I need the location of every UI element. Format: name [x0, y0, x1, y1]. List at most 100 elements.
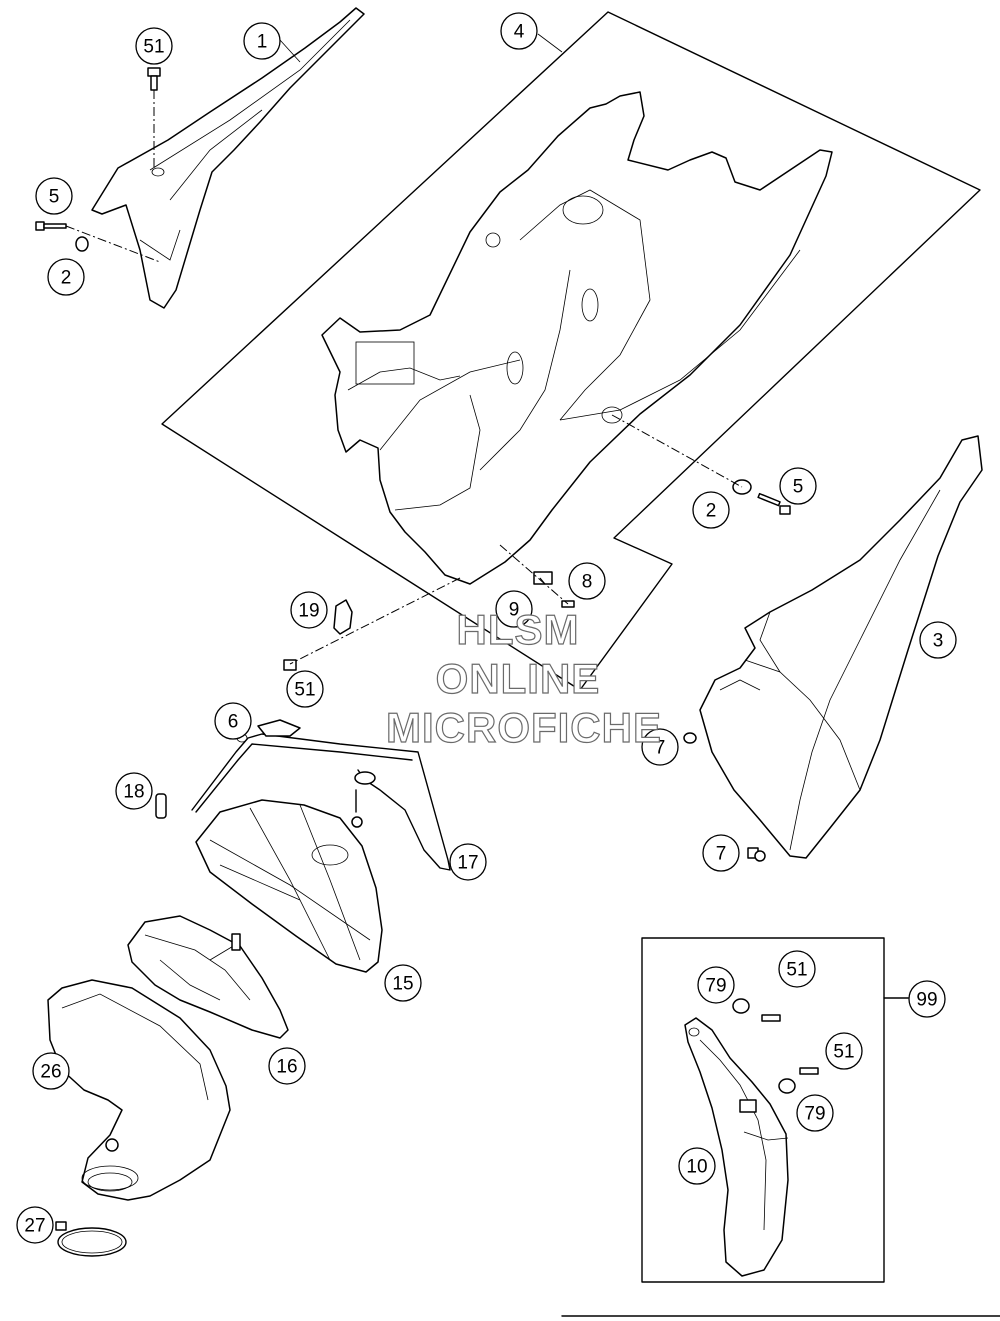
part-26-intake-boot [47, 979, 231, 1201]
callout-51a: 51 [135, 27, 173, 65]
screw-7-upper [683, 732, 697, 744]
callout-number: 9 [509, 600, 520, 621]
callout-79b: 79 [796, 1094, 834, 1132]
callout-circle [290, 591, 328, 629]
part-10-intake-snorkel [684, 1017, 789, 1277]
callout-circle [697, 966, 735, 1004]
callout-number: 4 [514, 22, 525, 43]
bracket-19 [333, 599, 353, 635]
callout-circle [449, 843, 487, 881]
callout-number: 79 [804, 1104, 825, 1125]
callout-number: 99 [916, 990, 937, 1011]
callout-circle [286, 670, 324, 708]
clip-8 [533, 571, 553, 585]
grommet-2-left [75, 236, 89, 252]
callout-5a: 5 [35, 177, 73, 215]
callout-51c: 51 [778, 950, 816, 988]
part-15-air-filter [195, 799, 383, 973]
callout-circle [35, 177, 73, 215]
callout-6: 6 [214, 702, 252, 740]
bolt-51-kit-upper [761, 1014, 781, 1022]
callout-circle [692, 491, 730, 529]
callout-circle [32, 1052, 70, 1090]
callout-circle [214, 702, 252, 740]
bolt-51-kit-lower [799, 1067, 819, 1075]
screw-7-lower [747, 847, 766, 862]
callout-15: 15 [384, 964, 422, 1002]
callout-number: 1 [257, 32, 268, 53]
callout-circle [702, 834, 740, 872]
watermark: HLSM ONLINE MICROFICHE [385, 605, 662, 751]
callout-18: 18 [115, 772, 153, 810]
callout-number: 79 [705, 976, 726, 997]
callout-circle [16, 1206, 54, 1244]
watermark-line-1: HLSM [457, 606, 580, 653]
callout-number: 7 [716, 844, 727, 865]
callout-number: 16 [276, 1057, 297, 1078]
callout-number: 2 [61, 268, 72, 289]
part-3-right-side-cover [699, 435, 983, 859]
callout-3: 3 [919, 621, 957, 659]
bolt-51-mid [283, 659, 297, 671]
bolt-5-left [35, 221, 67, 231]
callout-number: 5 [793, 477, 804, 498]
part-16-filter-support [127, 915, 289, 1039]
assembly-lines [65, 90, 743, 665]
callout-2b: 2 [692, 491, 730, 529]
watermark-line-2: ONLINE [436, 655, 601, 702]
part-4-airbox [321, 91, 833, 585]
clip-6 [257, 719, 301, 737]
callout-16: 16 [268, 1047, 306, 1085]
callout-circle [495, 590, 533, 628]
callout-circle [641, 728, 679, 766]
callout-10: 10 [678, 1147, 716, 1185]
callout-number: 51 [833, 1042, 854, 1063]
bolt-5-right [757, 492, 791, 515]
callout-number: 7 [655, 738, 666, 759]
callout-circle [268, 1047, 306, 1085]
callout-9: 9 [495, 590, 533, 628]
callout-2a: 2 [47, 258, 85, 296]
callout-51d: 51 [825, 1032, 863, 1070]
callout-5b: 5 [779, 467, 817, 505]
callout-27: 27 [16, 1206, 54, 1244]
part-17-filter-cage [191, 733, 451, 871]
callout-circle [778, 950, 816, 988]
watermark-line-3: MICROFICHE [386, 704, 662, 751]
callout-circle [825, 1032, 863, 1070]
callout-79a: 79 [697, 966, 735, 1004]
callout-number: 27 [24, 1216, 45, 1237]
callout-7b: 7 [702, 834, 740, 872]
callout-number: 18 [123, 782, 144, 803]
callouts: 1 51 5 2 4 2 5 8 9 19 51 3 6 7 18 7 17 15 16 26 27 79 51 99 51 79… [16, 12, 957, 1244]
pin-18 [155, 793, 167, 819]
callout-circle [919, 621, 957, 659]
callout-circle [678, 1147, 716, 1185]
part-1-left-side-cover [91, 7, 365, 309]
callout-circle [47, 258, 85, 296]
callout-circle [796, 1094, 834, 1132]
callout-26: 26 [32, 1052, 70, 1090]
callout-number: 5 [49, 187, 60, 208]
callout-51b: 51 [286, 670, 324, 708]
callout-circle [908, 980, 946, 1018]
callout-number: 19 [298, 601, 319, 622]
callout-8: 8 [568, 562, 606, 600]
callout-number: 51 [786, 960, 807, 981]
callout-number: 17 [457, 853, 478, 874]
callout-circle [384, 964, 422, 1002]
callout-4: 4 [500, 12, 538, 50]
callout-number: 2 [706, 501, 717, 522]
callout-circle [500, 12, 538, 50]
callout-19: 19 [290, 591, 328, 629]
kit-99-box [641, 937, 885, 1283]
callout-1: 1 [243, 22, 281, 60]
part-27-hose-clamp [55, 1221, 127, 1257]
callout-number: 51 [294, 680, 315, 701]
callout-7a: 7 [641, 728, 679, 766]
callout-leaders [279, 33, 563, 63]
callout-number: 10 [686, 1157, 707, 1178]
callout-number: 26 [40, 1062, 61, 1083]
washer-79-lower [778, 1078, 796, 1094]
